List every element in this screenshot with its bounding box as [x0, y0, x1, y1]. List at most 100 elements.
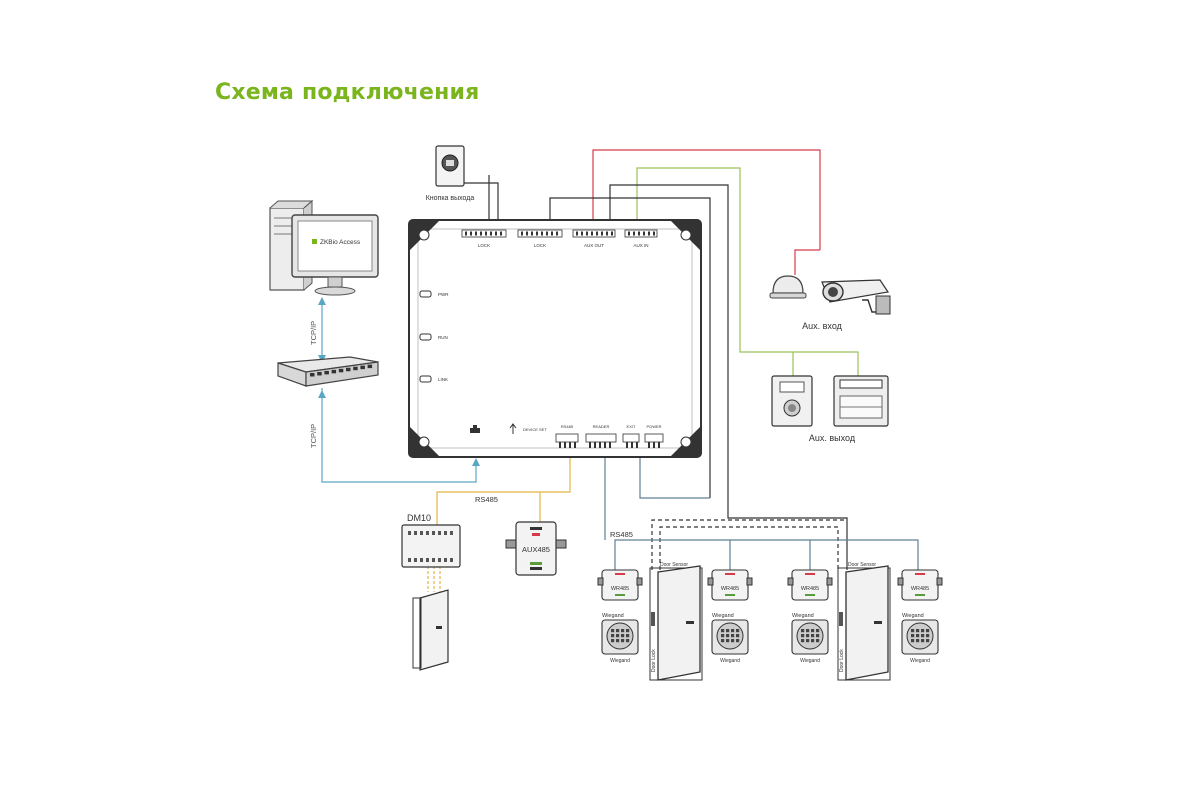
wires [318, 149, 919, 592]
switch-port [346, 367, 351, 372]
wiegand-label: Wiegand [902, 613, 924, 619]
bottom-terminal-label-1: RS485 [561, 424, 574, 429]
terminal-block [585, 433, 617, 443]
wr485-label: WR485 [801, 586, 819, 592]
switch-port [331, 369, 337, 374]
alarm-panel-icon [833, 375, 889, 427]
tcpip-label-bottom: TCP/IP [309, 424, 318, 448]
top-terminal-label-1: LOCK [478, 243, 490, 248]
terminal-block [624, 229, 658, 238]
access-control-panel: LOCK LOCK AUX OUT AUX IN PWR RUN LINK DE… [408, 219, 702, 458]
tcpip-label-top: TCP/IP [309, 321, 318, 345]
aux485-label: AUX485 [522, 545, 550, 554]
bottom-terminal-label-4: POWER [646, 424, 661, 429]
terminal-block [555, 433, 579, 443]
usb-icon [509, 423, 517, 434]
reader-label: Wiegand [720, 658, 740, 664]
terminal-block [622, 433, 640, 443]
wiegand-label: Wiegand [602, 613, 624, 619]
wr485-label: WR485 [911, 586, 929, 592]
dm10-door [412, 589, 449, 671]
green-wire [636, 167, 859, 376]
dm10-label: DM10 [407, 513, 431, 523]
exit-button-wire [462, 182, 499, 222]
camera-icon [821, 279, 891, 315]
rs485-label-a: RS485 [475, 495, 498, 504]
status-leds: PWR RUN LINK [419, 290, 449, 383]
door-bus-dashed-2 [659, 526, 839, 570]
aux485-module: AUX485 [505, 521, 567, 576]
led-label-run: RUN [438, 335, 448, 340]
wiegand-converter: WR485 [707, 569, 753, 601]
lock-wire-2 [609, 184, 848, 570]
switch-port [338, 368, 344, 373]
reader-label: Wiegand [800, 658, 820, 664]
switch-port [317, 371, 322, 376]
tcpip-arrow-up [318, 297, 326, 305]
led-label-link: LINK [438, 377, 448, 382]
reader-bus-3 [614, 539, 919, 570]
red-wire [592, 149, 821, 250]
ethernet-port-icon [470, 425, 480, 433]
top-terminal-label-4: AUX IN [633, 243, 648, 248]
device-set-label: DEVICE SET [523, 427, 547, 432]
reader-label: Wiegand [610, 658, 630, 664]
aux-in-label: Aux. вход [802, 321, 842, 331]
rs485-wire [436, 457, 571, 525]
bottom-terminal-label-2: READER [593, 424, 610, 429]
door-units: WR485WiegandWiegandWR485WiegandWiegandWR… [597, 562, 943, 681]
terminal-block [644, 433, 664, 443]
switch-port [324, 370, 329, 375]
red-wire-2 [794, 249, 820, 275]
software-logo-icon [312, 239, 317, 244]
tcpip-arrow-panel [472, 458, 480, 466]
bottom-terminal-blocks [555, 433, 664, 448]
bottom-terminal-label-3: EXIT [627, 424, 636, 429]
computer: ZKBio Access [269, 199, 379, 296]
led-label-pwr: PWR [438, 292, 449, 297]
terminal-block [572, 229, 616, 238]
wr485-label: WR485 [721, 586, 739, 592]
wiegand-label: Wiegand [712, 613, 734, 619]
aux-in-devices: Aux. вход [769, 275, 891, 331]
rs485-label-b: RS485 [610, 530, 633, 539]
aux-out-label: Aux. выход [809, 433, 856, 443]
dm10-door-wire [427, 566, 441, 592]
wiegand-converter: WR485 [897, 569, 943, 601]
siren-icon [769, 275, 807, 299]
top-terminal-label-3: AUX OUT [584, 243, 604, 248]
detector-icon [771, 375, 813, 427]
switch-port [367, 364, 373, 369]
exit-button: Кнопка выхода [426, 145, 475, 202]
network-switch [277, 356, 379, 387]
top-terminal-label-2: LOCK [534, 243, 546, 248]
door-lock-label: Door Lock [651, 649, 657, 672]
reader-label: Wiegand [910, 658, 930, 664]
top-terminal-blocks [461, 229, 658, 238]
door-lock-label: Door Lock [839, 649, 845, 672]
wr485-label: WR485 [611, 586, 629, 592]
lock-wire-1 [549, 197, 711, 498]
terminal-block [517, 229, 563, 238]
switch-port [353, 366, 358, 371]
wiegand-converter: WR485 [787, 569, 833, 601]
exit-button-label: Кнопка выхода [426, 195, 475, 202]
terminal-block [461, 229, 507, 238]
reader-bus-2 [639, 457, 710, 499]
door-sensor-label: Door Sensor [848, 562, 876, 568]
wiegand-converter: WR485 [597, 569, 643, 601]
aux-out-devices: Aux. выход [771, 375, 889, 443]
switch-port [310, 373, 315, 377]
door-bus-dashed [651, 519, 847, 570]
door-sensor-label: Door Sensor [660, 562, 688, 568]
wiegand-label: Wiegand [792, 613, 814, 619]
dm10-module: DM10 [401, 513, 461, 568]
